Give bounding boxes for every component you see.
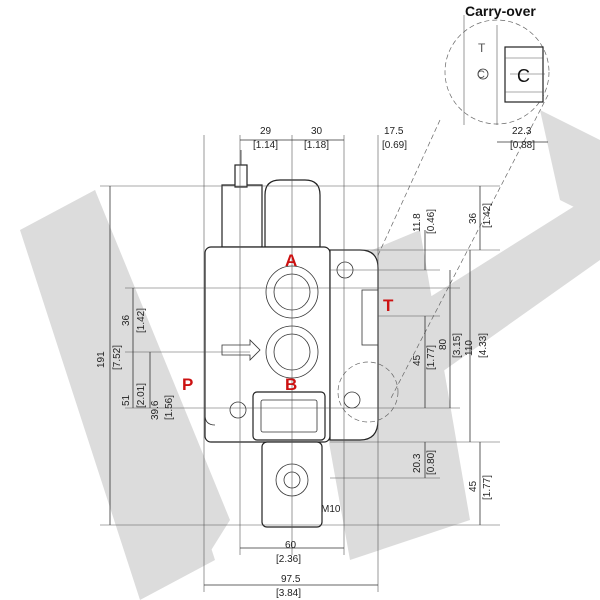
dim-191: 191 — [96, 351, 107, 368]
dim-45-b: 45 — [468, 480, 479, 492]
dim-51-in: [2.01] — [136, 383, 147, 408]
port-label-a: A — [285, 251, 297, 270]
valve-body — [204, 150, 399, 528]
dim-36-right: 36 — [468, 212, 479, 224]
dim-191-in: [7.52] — [112, 345, 123, 370]
dim-60: 60 — [285, 540, 297, 551]
dim-30: 30 — [311, 126, 323, 137]
dim-22-3-in: [0.88] — [510, 140, 535, 151]
dim-36-right-in: [1.42] — [482, 203, 493, 228]
thread-callout: M10 — [321, 504, 341, 515]
dim-22-3: 22.3 — [512, 126, 532, 137]
dim-30-in: [1.18] — [304, 140, 329, 151]
dim-60-in: [2.36] — [276, 554, 301, 565]
dim-29-in: [1.14] — [253, 140, 278, 151]
port-label-b: B — [285, 375, 297, 394]
dim-20-3-in: [0.80] — [426, 450, 437, 475]
detail-view — [329, 15, 550, 401]
dim-17-5: 17.5 — [384, 126, 404, 137]
dim-80-in: [3.15] — [452, 333, 463, 358]
detail-title: Carry-over — [465, 3, 536, 19]
detail-label-t: T — [478, 41, 486, 55]
port-label-t: T — [383, 296, 394, 315]
dimension-lines — [109, 139, 548, 586]
dim-39-6-in: [1.56] — [164, 395, 175, 420]
dim-11-8: 11.8 — [412, 213, 423, 232]
dim-45-a: 45 — [412, 354, 423, 366]
dim-36-left-in: [1.42] — [136, 308, 147, 333]
dim-45-b-in: [1.77] — [482, 475, 493, 500]
dim-51: 51 — [121, 394, 132, 406]
dim-36-left: 36 — [121, 314, 132, 326]
detail-label-c-small: C — [477, 69, 485, 81]
dim-20-3: 20.3 — [412, 453, 423, 473]
dim-29: 29 — [260, 126, 272, 137]
dim-97-5-in: [3.84] — [276, 588, 301, 599]
port-label-p: P — [182, 375, 193, 394]
detail-label-c: C — [517, 66, 530, 86]
dim-39-6: 39.6 — [150, 400, 161, 420]
dim-11-8-in: [0.46] — [426, 209, 437, 234]
extension-lines — [100, 135, 500, 592]
dim-110: 110 — [464, 340, 475, 356]
dim-110-in: [4.33] — [478, 333, 489, 358]
dim-80: 80 — [438, 338, 449, 350]
dim-97-5: 97.5 — [281, 574, 301, 585]
dim-17-5-in: [0.69] — [382, 140, 407, 151]
dim-45-a-in: [1.77] — [426, 345, 437, 370]
